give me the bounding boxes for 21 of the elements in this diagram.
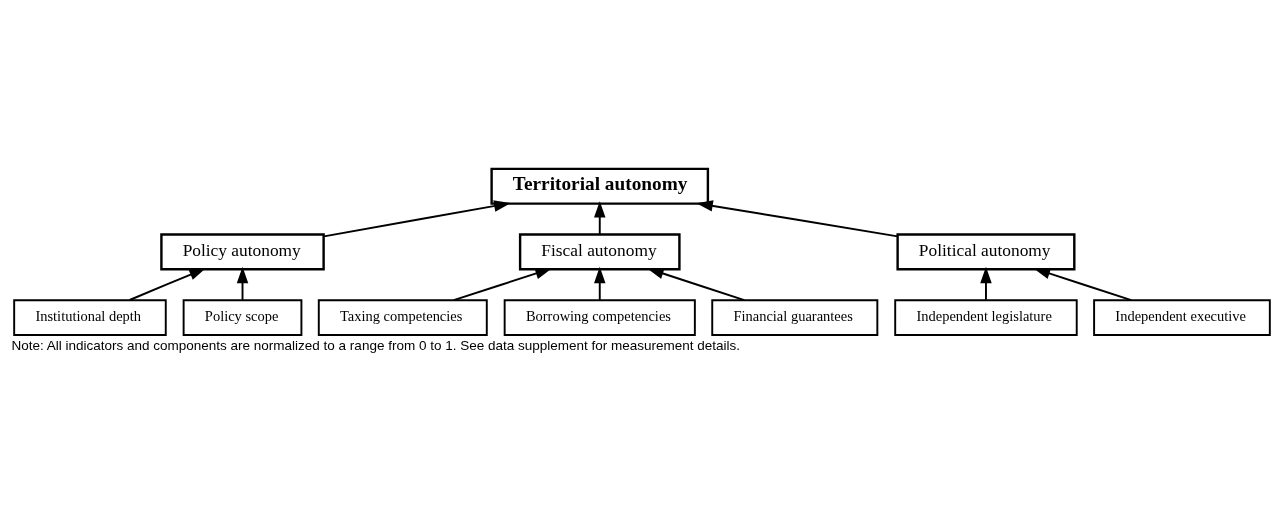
node-box: Policy autonomy [160,232,325,270]
node-box: Taxing competencies [317,298,488,336]
node-box: Fiscal autonomy [518,232,681,270]
node-box: Independent legislature [894,298,1078,336]
arrow [696,199,899,237]
arrow [323,199,511,237]
node-box: Borrowing competencies [503,298,696,336]
arrow [647,267,746,301]
node-box: Political autonomy [896,232,1076,270]
caption: Note: All indicators and components are normalized to a range from 0 to 1. See data supplement for measurement details. [11,337,741,353]
arrow [128,267,206,301]
arrow [1033,267,1133,301]
arrow [594,266,606,301]
arrow [594,200,606,235]
arrow [452,267,552,301]
node-box: Territorial autonomy [490,167,710,205]
node-box: Institutional depth [13,298,167,336]
node-box: Policy scope [182,298,303,336]
node-box: Financial guarantees [711,298,879,336]
arrow [980,266,992,301]
node-box: Independent executive [1093,298,1271,336]
